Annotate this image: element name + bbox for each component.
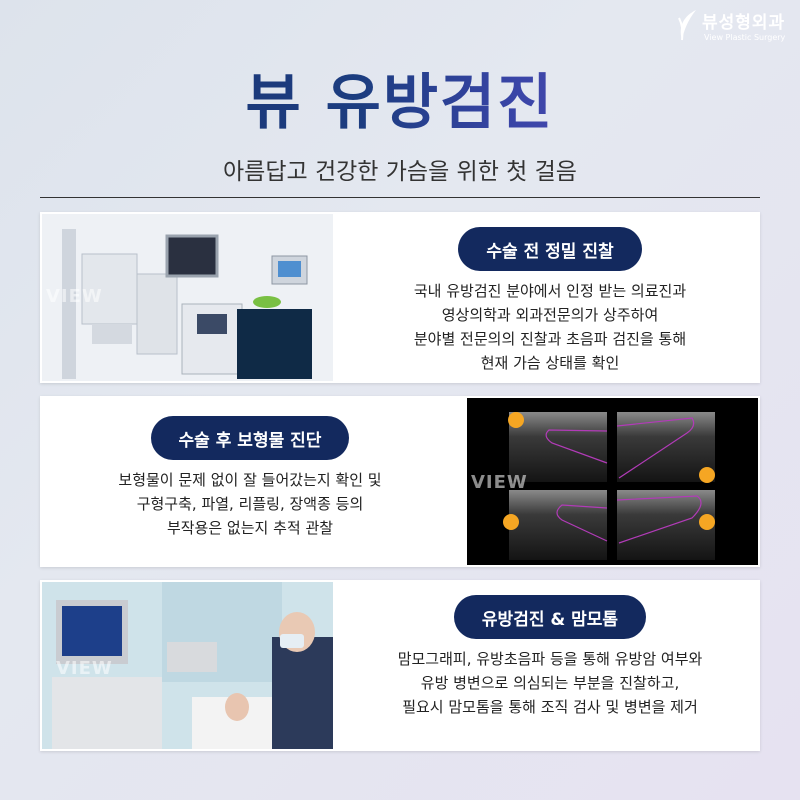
desc-line: 보형물이 문제 없이 잘 들어갔는지 확인 및 [118,471,382,489]
medical-equipment-photo: VIEW [42,214,333,381]
desc-line: 부작용은 없는지 추적 관찰 [166,519,334,537]
doctor-ultrasound-exam-photo: VIEW [42,582,333,749]
page-subtitle: 아름답고 건강한 가슴을 위한 첫 걸음 [223,159,577,185]
section-heading: 유방검진 & 맘모톰 [453,595,647,639]
desc-line: 맘모그래피, 유방초음파 등을 통해 유방암 여부와 [397,650,703,668]
clinic-logo: 뷰성형외과 View Plastic Surgery [676,6,796,46]
section-description: 국내 유방검진 분야에서 인정 받는 의료진과 영상의학과 외과전문의가 상주하… [414,279,686,375]
desc-line: 구형구축, 파열, 리플링, 장액종 등의 [136,495,364,513]
watermark: VIEW [471,472,528,493]
section-card-pre-op: VIEW 수술 전 정밀 진찰 국내 유방검진 분야에서 인정 받는 의료진과 … [40,212,760,383]
section-description: 맘모그래피, 유방초음파 등을 통해 유방암 여부와 유방 병변으로 의심되는 … [398,647,703,719]
watermark: VIEW [56,658,113,679]
ultrasound-scan-image: VIEW [467,398,758,565]
logo-name-en: View Plastic Surgery [704,33,786,42]
desc-line: 국내 유방검진 분야에서 인정 받는 의료진과 [413,282,687,300]
section-card-mammotome: VIEW 유방검진 & 맘모톰 맘모그래피, 유방초음파 등을 통해 유방암 여… [40,580,760,751]
section-card-post-op: 수술 후 보형물 진단 보형물이 문제 없이 잘 들어갔는지 확인 및 구형구축… [40,396,760,567]
logo-name-ko: 뷰성형외과 [702,13,786,33]
desc-line: 분야별 전문의의 진찰과 초음파 검진을 통해 [413,330,687,348]
desc-line: 영상의학과 외과전문의가 상주하여 [441,306,659,324]
section-heading: 수술 전 정밀 진찰 [458,227,642,271]
desc-line: 현재 가슴 상태를 확인 [480,354,620,372]
desc-line: 필요시 맘모톰을 통해 조직 검사 및 병변을 제거 [402,698,698,716]
leaf-logo-icon [678,10,696,41]
desc-line: 유방 병변으로 의심되는 부분을 진찰하고, [420,674,680,692]
section-description: 보형물이 문제 없이 잘 들어갔는지 확인 및 구형구축, 파열, 리플링, 장… [118,468,381,540]
section-heading: 수술 후 보형물 진단 [150,416,350,460]
watermark: VIEW [46,286,103,307]
page-title: 뷰 유방검진 [0,54,800,141]
divider [40,197,760,198]
